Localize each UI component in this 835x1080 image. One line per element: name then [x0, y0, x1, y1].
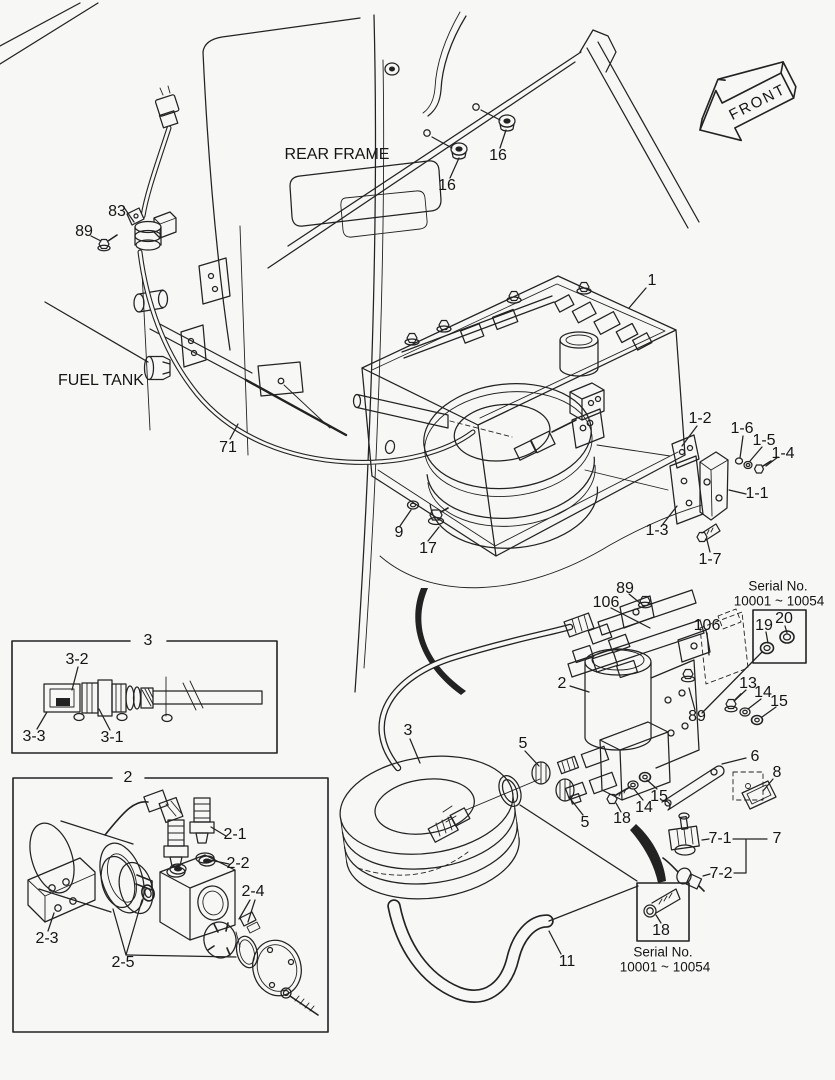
fuel-hose-71 [137, 85, 476, 465]
callout-18-inset: 18 [652, 922, 670, 939]
arrow-swoosh-18 [630, 824, 666, 883]
callout-89-frame: 89 [75, 223, 93, 240]
callout-16-b: 16 [489, 147, 507, 164]
callout-20: 20 [775, 610, 793, 627]
coil-end-fitting [427, 778, 541, 843]
callout-13: 13 [739, 675, 757, 692]
washer-19 [759, 641, 775, 655]
callout-8: 8 [772, 764, 782, 781]
fuel-tank-label: FUEL TANK [58, 372, 144, 389]
inset-box-18 [636, 882, 690, 942]
bracket-6 [661, 765, 764, 811]
washer-15-lower [638, 771, 652, 783]
serial-note-top-line1: Serial No. [748, 578, 808, 594]
bolt-18-mid [606, 786, 631, 805]
callout-71: 71 [219, 439, 237, 456]
rear-frame-label: REAR FRAME [284, 146, 390, 163]
callout-7: 7 [772, 830, 782, 847]
callout-16-a: 16 [438, 177, 456, 194]
callout-15-upper: 15 [770, 693, 788, 710]
callout-3-1: 3-1 [100, 729, 124, 746]
coupler-5-a [531, 761, 551, 785]
inset2-title: 2 [123, 769, 133, 786]
bolt-1-7 [696, 523, 721, 543]
hose-end-in-tank [513, 419, 577, 461]
coupler-5-b [555, 778, 582, 805]
leader-lines [36, 109, 788, 958]
callout-6: 6 [750, 748, 760, 765]
o-ring [498, 775, 522, 807]
front-arrow: FRONT [699, 61, 797, 142]
callout-2-3: 2-3 [35, 930, 59, 947]
fuel-filler-plug [143, 355, 171, 381]
callout-7-2: 7-2 [709, 865, 733, 882]
sweep-arc [379, 504, 703, 589]
callout-3-2: 3-2 [65, 651, 89, 668]
plate-8 [741, 780, 777, 810]
serial-note-top-line2: 10001 ~ 10054 [733, 593, 825, 609]
washer-14-lower [627, 780, 639, 790]
fuel-tank-box [352, 275, 686, 557]
plate-1-2 [671, 434, 700, 469]
callout-1-4: 1-4 [771, 445, 795, 462]
inset3-title: 3 [143, 632, 153, 649]
callout-1-3: 1-3 [645, 522, 669, 539]
callout-1-1: 1-1 [745, 485, 769, 502]
callout-2-main: 2 [557, 675, 567, 692]
callout-9: 9 [394, 524, 404, 541]
hose-coil-3 [339, 755, 520, 900]
callout-18-mid: 18 [613, 810, 631, 827]
inset-box-3 [11, 640, 278, 754]
callout-1-5: 1-5 [752, 432, 776, 449]
bolt-1-4 [753, 460, 772, 474]
callout-1-2: 1-2 [688, 410, 712, 427]
washer-9 [406, 500, 420, 510]
grommet-16-a [450, 142, 468, 160]
callout-2-2: 2-2 [226, 855, 250, 872]
callout-1: 1 [647, 272, 657, 289]
callout-3-hose: 3 [403, 722, 413, 739]
spring-washer-1-6 [734, 457, 744, 465]
callout-83: 83 [108, 203, 126, 220]
callout-106-b: 106 [693, 617, 721, 634]
connector-7-2 [662, 857, 705, 892]
grommet-16-b [498, 114, 516, 132]
sensor-7-1 [668, 812, 700, 856]
bolt-17 [427, 507, 449, 526]
serial-note-bottom-line2: 10001 ~ 10054 [619, 959, 711, 975]
callout-89-rail: 89 [616, 580, 634, 597]
callout-106-a: 106 [592, 594, 620, 611]
callout-5-a: 5 [518, 735, 528, 752]
callout-1-6: 1-6 [730, 420, 754, 437]
callout-3-3: 3-3 [22, 728, 46, 745]
suction-coil-in-tank [423, 383, 599, 549]
callout-11: 11 [558, 953, 576, 970]
callout-2-5: 2-5 [111, 954, 135, 971]
callout-19: 19 [755, 617, 773, 634]
mount-bracket-parts [669, 434, 772, 543]
serial-note-bottom-line1: Serial No. [633, 944, 693, 960]
grommet-83 [126, 207, 162, 251]
hose-11 [387, 899, 554, 1003]
washer-1-5 [743, 460, 753, 470]
bracket-1-1 [699, 451, 729, 521]
tank-top-fittings [401, 281, 671, 491]
callout-2-4: 2-4 [241, 883, 265, 900]
inset-box-2 [12, 777, 329, 1033]
callout-14-lower: 14 [635, 799, 653, 816]
callout-1-7: 1-7 [698, 551, 722, 568]
callout-89-lower: 89 [688, 708, 706, 725]
callout-17: 17 [419, 540, 437, 557]
arrow-swoosh-tank [415, 588, 466, 695]
callout-2-1: 2-1 [223, 826, 247, 843]
rear-frame-panel [0, 2, 700, 693]
bolt-89-frame [97, 234, 118, 252]
callout-15-lower: 15 [650, 788, 668, 805]
callout-5-b: 5 [580, 814, 590, 831]
callout-14-upper: 14 [754, 684, 772, 701]
hidden-hose-line [357, 851, 469, 876]
callout-7-1: 7-1 [708, 830, 732, 847]
pump-assembly-2 [378, 589, 749, 805]
